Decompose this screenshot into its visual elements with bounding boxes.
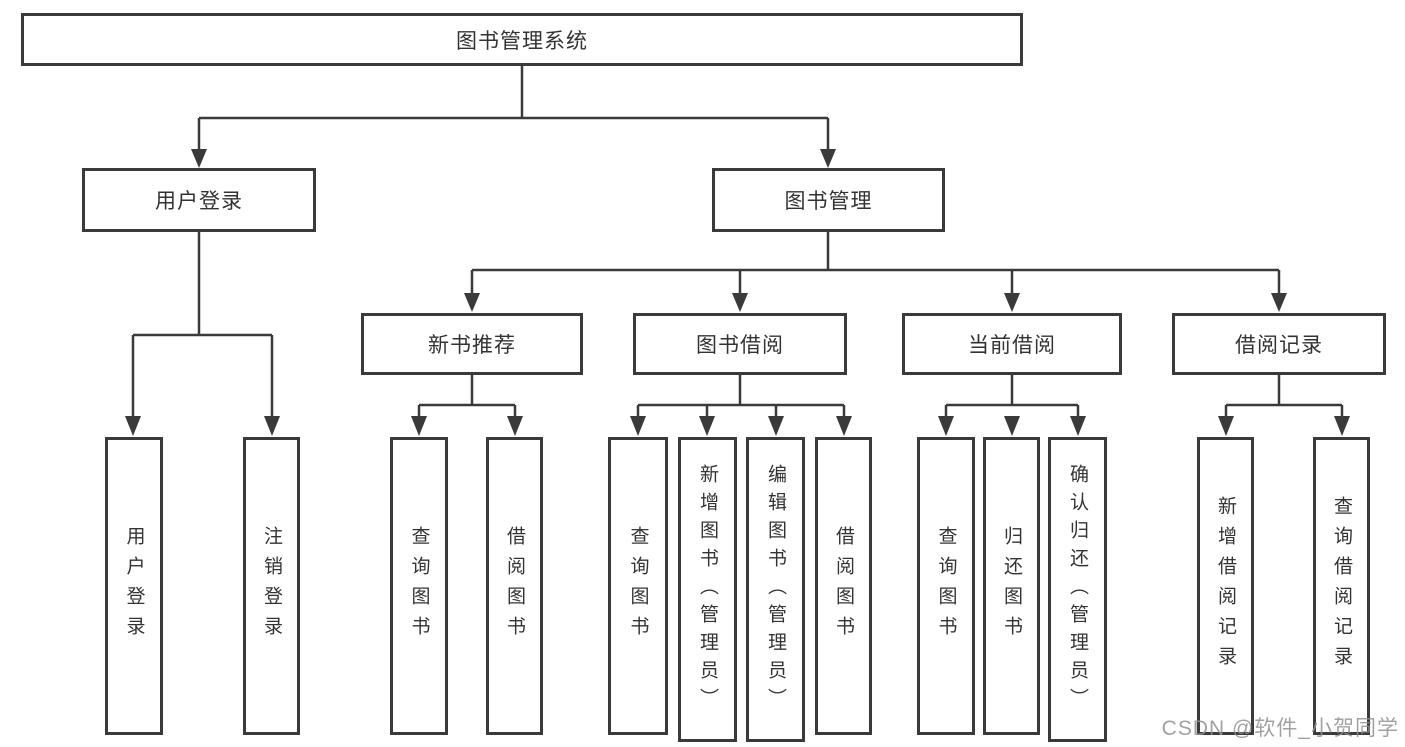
node-book-borrowing-label: 图书借阅 xyxy=(696,334,784,357)
node-current-borrowing-label: 当前借阅 xyxy=(968,334,1056,357)
arrowhead xyxy=(125,416,141,436)
node-book-borrowing: 图书借阅 xyxy=(633,313,847,375)
leaf-add-book-admin-label: 新增图书（管理员） xyxy=(697,463,718,716)
arrowhead xyxy=(938,416,954,436)
node-new-book-recommend-label: 新书推荐 xyxy=(428,334,516,357)
arrowhead xyxy=(1271,293,1287,312)
leaf-confirm-return-admin-label: 确认归还（管理员） xyxy=(1067,463,1088,716)
node-new-book-recommend: 新书推荐 xyxy=(361,313,583,375)
leaf-logout-label: 注销登录 xyxy=(261,526,282,646)
arrowhead xyxy=(411,416,427,436)
arrowhead xyxy=(699,416,715,436)
leaf-confirm-return-admin: 确认归还（管理员） xyxy=(1048,437,1107,742)
arrowhead xyxy=(1004,416,1020,436)
arrowhead xyxy=(464,293,480,312)
arrowhead xyxy=(1004,293,1020,312)
arrowhead xyxy=(1070,416,1086,436)
leaf-add-borrow-record: 新增借阅记录 xyxy=(1197,437,1254,735)
leaf-query-borrow-record: 查询借阅记录 xyxy=(1313,437,1370,735)
leaf-borrow-books-recommend: 借阅图书 xyxy=(486,437,543,735)
node-user-login-label: 用户登录 xyxy=(155,190,243,213)
leaf-query-books-borrowing: 查询图书 xyxy=(608,437,668,735)
leaf-borrow-books-borrowing: 借阅图书 xyxy=(815,437,872,735)
leaf-borrow-books-recommend-label: 借阅图书 xyxy=(504,526,525,646)
arrowheads xyxy=(125,149,1350,436)
arrowhead xyxy=(836,416,852,436)
leaf-user-login-label: 用户登录 xyxy=(123,526,145,646)
leaf-query-books-borrowing-label: 查询图书 xyxy=(627,526,649,646)
arrowhead xyxy=(507,416,523,436)
leaf-query-books-current-label: 查询图书 xyxy=(935,526,957,646)
node-borrowing-records-label: 借阅记录 xyxy=(1235,334,1323,357)
arrowhead xyxy=(820,149,836,168)
leaf-add-borrow-record-label: 新增借阅记录 xyxy=(1215,496,1236,676)
node-user-login: 用户登录 xyxy=(82,168,316,232)
leaf-return-book-label: 归还图书 xyxy=(1001,526,1022,646)
leaf-edit-book-admin-label: 编辑图书（管理员） xyxy=(765,463,786,716)
leaf-query-books-recommend-label: 查询图书 xyxy=(408,526,430,646)
leaf-return-book: 归还图书 xyxy=(983,437,1040,735)
node-borrowing-records: 借阅记录 xyxy=(1172,313,1386,375)
node-root: 图书管理系统 xyxy=(21,13,1023,66)
node-root-label: 图书管理系统 xyxy=(456,29,588,53)
node-book-management-label: 图书管理 xyxy=(784,190,873,213)
leaf-user-login: 用户登录 xyxy=(105,437,163,735)
arrowhead xyxy=(768,416,784,436)
node-book-management: 图书管理 xyxy=(712,168,945,232)
arrowhead xyxy=(630,416,646,436)
csdn-watermark: CSDN @软件_小贺同学 xyxy=(1161,717,1399,740)
arrowhead xyxy=(1334,416,1350,436)
leaf-query-books-recommend: 查询图书 xyxy=(390,437,448,735)
leaf-borrow-books-borrowing-label: 借阅图书 xyxy=(833,526,854,646)
leaf-add-book-admin: 新增图书（管理员） xyxy=(678,437,737,742)
leaf-logout: 注销登录 xyxy=(243,437,300,735)
leaf-edit-book-admin: 编辑图书（管理员） xyxy=(746,437,805,742)
arrowhead xyxy=(264,416,280,436)
arrowhead xyxy=(732,293,748,312)
leaf-query-books-current: 查询图书 xyxy=(917,437,975,735)
arrowhead xyxy=(1218,416,1234,436)
leaf-query-borrow-record-label: 查询借阅记录 xyxy=(1331,496,1352,676)
node-current-borrowing: 当前借阅 xyxy=(902,313,1122,375)
connector-lines xyxy=(131,66,1344,417)
arrowhead xyxy=(191,149,207,168)
